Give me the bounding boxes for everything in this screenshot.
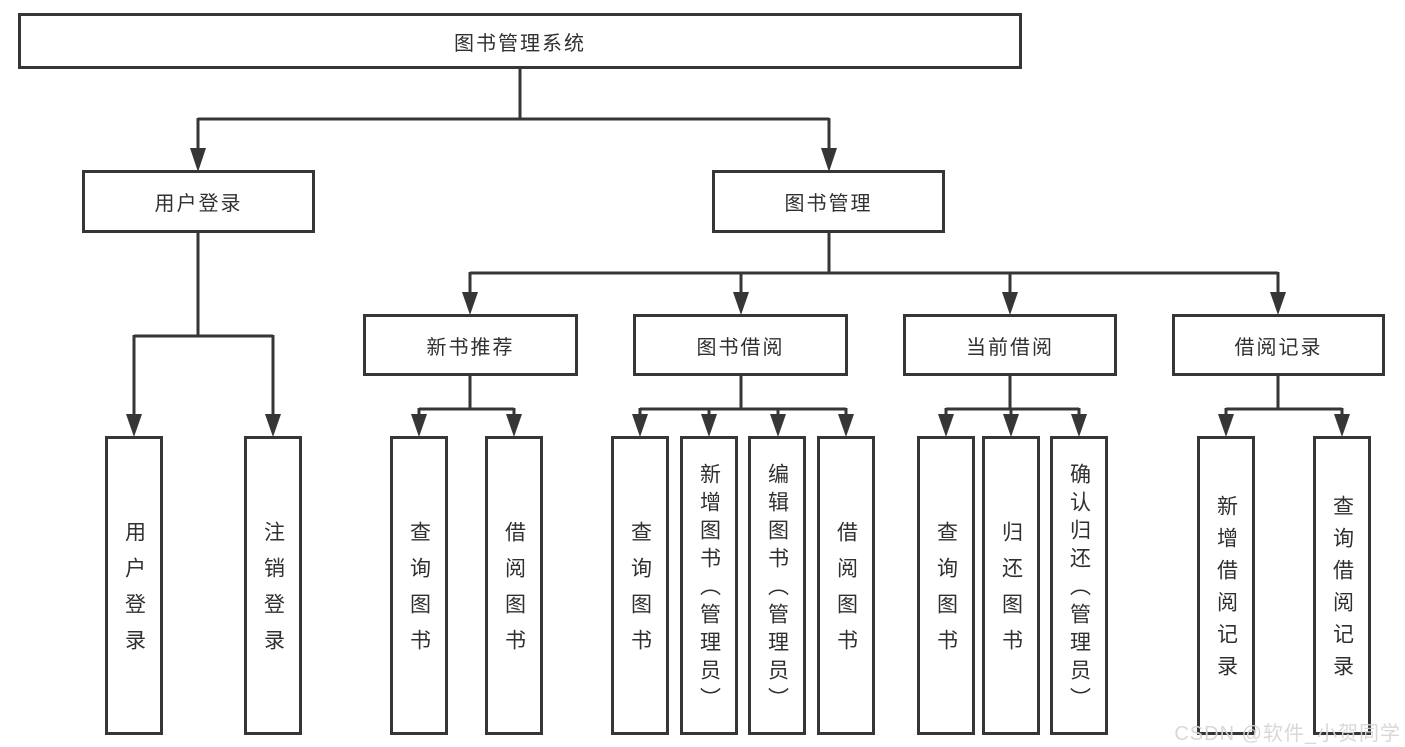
leaf-edit-books-admin: 编辑图书（管理员） (748, 436, 806, 735)
node-label: 新书推荐 (426, 336, 515, 359)
leaf-label: 注销登录 (261, 521, 285, 665)
leaf-newbook-borrow-books: 借阅图书 (485, 436, 543, 735)
leaf-newbook-query-books: 查询图书 (390, 436, 448, 735)
leaf-label: 查询图书 (628, 521, 652, 665)
leaf-add-borrow-record: 新增借阅记录 (1197, 436, 1255, 735)
node-label: 图书管理系统 (454, 32, 586, 55)
node-book-management: 图书管理 (712, 170, 945, 233)
leaf-current-query-books: 查询图书 (917, 436, 975, 735)
leaf-label: 归还图书 (999, 521, 1023, 665)
node-library-system-root: 图书管理系统 (18, 13, 1022, 69)
leaf-query-borrow-record: 查询借阅记录 (1313, 436, 1371, 735)
leaf-borrow-books: 借阅图书 (817, 436, 875, 735)
leaf-confirm-return-admin: 确认归还（管理员） (1050, 436, 1108, 735)
leaf-return-books: 归还图书 (982, 436, 1040, 735)
leaf-label: 新增图书（管理员） (697, 463, 721, 715)
node-user-login: 用户登录 (82, 170, 315, 233)
node-borrowing-records: 借阅记录 (1172, 314, 1385, 376)
node-label: 图书管理 (784, 193, 873, 215)
node-book-borrowing: 图书借阅 (633, 314, 848, 376)
leaf-logout: 注销登录 (244, 436, 302, 735)
leaf-label: 新增借阅记录 (1214, 495, 1238, 687)
leaf-label: 查询图书 (934, 521, 958, 665)
node-label: 借阅记录 (1234, 336, 1323, 359)
node-label: 用户登录 (154, 193, 243, 215)
leaf-label: 确认归还（管理员） (1067, 463, 1091, 715)
leaf-label: 查询图书 (407, 521, 431, 665)
leaf-label: 借阅图书 (834, 521, 858, 665)
node-new-book-recommend: 新书推荐 (363, 314, 578, 376)
leaf-borrowing-query-books: 查询图书 (611, 436, 669, 735)
leaf-label: 用户登录 (122, 521, 146, 665)
node-label: 当前借阅 (966, 336, 1054, 359)
leaf-label: 查询借阅记录 (1330, 495, 1354, 687)
watermark: CSDN @软件_小贺同学 (1174, 723, 1401, 745)
leaf-label: 编辑图书（管理员） (765, 463, 789, 715)
node-current-borrowing: 当前借阅 (903, 314, 1117, 376)
leaf-user-login: 用户登录 (105, 436, 163, 735)
leaf-label: 借阅图书 (502, 521, 526, 665)
leaf-add-books-admin: 新增图书（管理员） (680, 436, 738, 735)
node-label: 图书借阅 (696, 336, 785, 359)
